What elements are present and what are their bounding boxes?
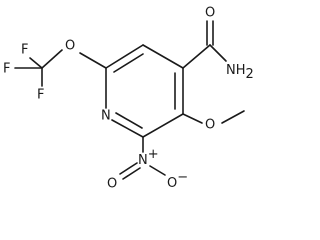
bond-c2-ether-o	[79, 52, 107, 69]
bond-carbonyl-n	[209, 44, 227, 62]
amide-n-subscript: 2	[246, 67, 254, 82]
nitro-o-charge: −	[177, 170, 188, 185]
atom-f-top: F	[21, 43, 28, 58]
bond-ring-c5-c6	[142, 113, 184, 138]
bond-nitro-n-o-left-b	[122, 167, 141, 180]
atom-ether-o: O	[65, 39, 75, 54]
bond-nitro-n-o-left-a	[119, 162, 138, 175]
atom-amide-n: NH2	[226, 63, 254, 82]
atom-nitro-n: N+	[138, 147, 159, 168]
bond-ring-c2-c3-inner	[113, 53, 144, 73]
bond-ring-c2-c3	[105, 44, 144, 69]
atom-ring-n: N	[101, 109, 111, 124]
nitro-n-charge: +	[148, 147, 159, 162]
atom-nitro-o-right: O−	[167, 170, 188, 191]
atom-f-bottom: F	[37, 88, 44, 103]
bond-c5-methoxy-o	[182, 113, 203, 124]
bond-ring-c6-n1-inner	[115, 112, 143, 129]
bond-ring-c6-n1	[111, 119, 144, 138]
bond-nitro-n-o-right	[149, 165, 166, 176]
atom-carbonyl-o: O	[205, 6, 215, 21]
bond-methoxy-o-ch3	[221, 110, 245, 124]
atom-methoxy-o: O	[205, 118, 215, 133]
bond-ether-o-cf3	[41, 49, 63, 69]
bond-cf3-f-top	[29, 57, 43, 69]
atom-nitro-o-left: O	[107, 177, 117, 192]
chemical-structure: O NH2 O F F F N O N+ O O−	[3, 6, 254, 192]
atom-f-left: F	[3, 62, 10, 77]
bond-ring-c3-c4	[142, 44, 184, 69]
bond-c4-carbonyl	[182, 44, 211, 69]
